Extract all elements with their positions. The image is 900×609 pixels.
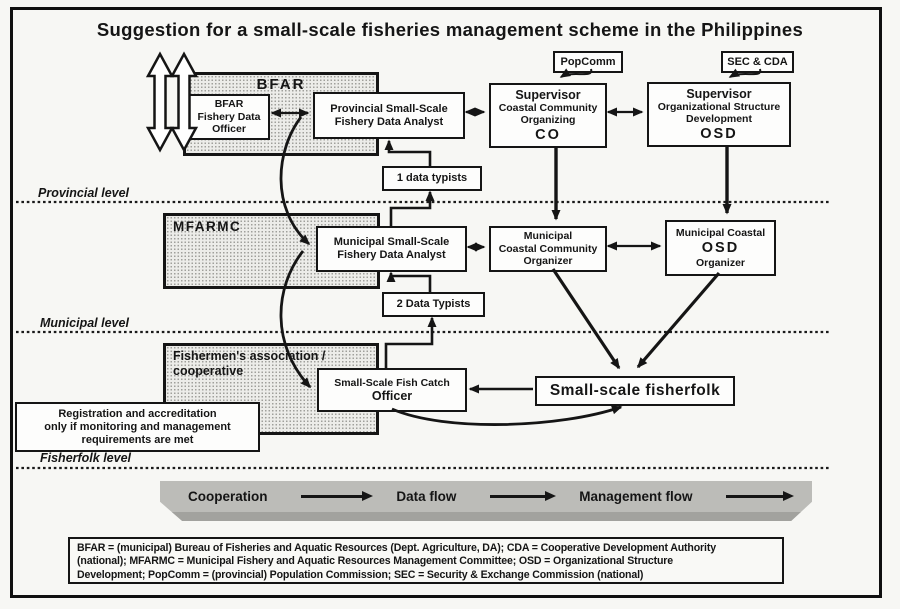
municipal-osd-abbr: OSD <box>701 239 740 256</box>
provincial-level-label: Provincial level <box>38 186 130 200</box>
municipal-cco-box: Municipal Coastal Community Organizer <box>489 226 607 272</box>
data-flow-label: Data flow <box>396 489 457 504</box>
registration-line2: only if monitoring and management <box>44 420 231 433</box>
municipal-cco-line3: Organizer <box>523 255 573 268</box>
fisherfolk-level-label: Fisherfolk level <box>40 451 132 465</box>
bfar-group-label: BFAR <box>256 76 306 93</box>
municipal-level-label: Municipal level <box>40 316 129 330</box>
supervisor-osd-box: Supervisor Organizational Structure Deve… <box>647 82 791 147</box>
mfarmc-group-label: MFARMC <box>173 219 242 234</box>
registration-note-box: Registration and accreditation only if m… <box>15 402 260 452</box>
provincial-analyst-line1: Provincial Small-Scale <box>330 102 448 115</box>
two-data-typists-box: 2 Data Typists <box>382 292 485 317</box>
fishermen-group-label: Fishermen's association / cooperative <box>173 349 325 378</box>
small-scale-fisherfolk-box: Small-scale fisherfolk <box>535 376 735 406</box>
bfar-officer-line3: Officer <box>212 123 246 136</box>
legend-line3: Development; PopComm = (provincial) Popu… <box>77 568 644 581</box>
one-data-typist-label: 1 data typists <box>396 172 468 184</box>
sec-cda-box: SEC & CDA <box>721 51 794 73</box>
municipal-osd-line3: Organizer <box>695 256 745 269</box>
fishermen-group-label-line1: Fishermen's association / <box>173 349 326 363</box>
municipal-osd-box: Municipal Coastal OSD Organizer <box>665 220 776 276</box>
municipal-cco-line2: Coastal Community <box>498 242 598 255</box>
municipal-analyst-box: Municipal Small-Scale Fishery Data Analy… <box>316 226 467 272</box>
one-data-typist-box: 1 data typists <box>382 166 482 191</box>
municipal-cco-line1: Municipal <box>523 230 573 243</box>
provincial-analyst-line2: Fishery Data Analyst <box>334 115 444 128</box>
supervisor-osd-line3: Development <box>686 113 752 125</box>
popcomm-label: PopComm <box>560 55 616 68</box>
supervisor-co-abbr: CO <box>535 126 561 143</box>
banner-bevel <box>160 512 812 521</box>
legend-line1: BFAR = (municipal) Bureau of Fisheries a… <box>77 542 716 554</box>
management-flow-label: Management flow <box>579 489 693 504</box>
supervisor-co-title: Supervisor <box>515 87 581 102</box>
banner-content: Cooperation Data flow Management flow <box>160 481 812 512</box>
fish-catch-officer-line1: Small-Scale Fish Catch <box>334 376 450 389</box>
cooperation-label: Cooperation <box>188 489 268 504</box>
registration-line3: requirements are met <box>81 433 194 446</box>
management-flow-right-arrow-icon <box>725 491 794 501</box>
flow-key-banner: Cooperation Data flow Management flow <box>160 481 812 521</box>
data-flow-right-arrow-icon <box>489 491 556 501</box>
fishermen-association-group-box: Fishermen's association / cooperative <box>163 343 379 435</box>
municipal-analyst-line2: Fishery Data Analyst <box>337 249 446 261</box>
municipal-analyst-line1: Municipal Small-Scale <box>333 236 450 248</box>
cooperation-right-arrow-icon <box>300 491 373 501</box>
supervisor-co-line2: Coastal Community <box>498 101 598 114</box>
fish-catch-officer-line2: Officer <box>371 389 413 404</box>
small-scale-fisherfolk-label: Small-scale fisherfolk <box>549 382 721 399</box>
bfar-officer-line1: BFAR <box>214 98 244 111</box>
bfar-fishery-data-officer-box: BFAR Fishery Data Officer <box>188 94 270 140</box>
fishermen-group-label-line2: cooperative <box>173 363 244 378</box>
supervisor-co-box: Supervisor Coastal Community Organizing … <box>489 83 607 148</box>
abbreviation-legend-box: BFAR = (municipal) Bureau of Fisheries a… <box>68 537 784 584</box>
supervisor-osd-line2: Organizational Structure <box>657 100 781 113</box>
diagram-title: Suggestion for a small-scale fisheries m… <box>96 19 804 40</box>
outer-frame <box>10 7 882 598</box>
supervisor-osd-title: Supervisor <box>686 86 752 101</box>
supervisor-osd-abbr: OSD <box>700 125 738 142</box>
legend-line2: (national); MFARMC = Municipal Fishery a… <box>77 555 674 568</box>
fish-catch-officer-box: Small-Scale Fish Catch Officer <box>317 368 467 412</box>
registration-line1: Registration and accreditation <box>58 407 217 420</box>
municipal-osd-line1: Municipal Coastal <box>675 227 766 239</box>
supervisor-co-line3: Organizing <box>520 114 576 126</box>
sec-cda-label: SEC & CDA <box>727 55 788 68</box>
provincial-analyst-box: Provincial Small-Scale Fishery Data Anal… <box>313 92 465 139</box>
bfar-officer-line2: Fishery Data <box>197 110 261 123</box>
popcomm-box: PopComm <box>553 51 623 73</box>
two-data-typists-label: 2 Data Typists <box>396 298 471 310</box>
